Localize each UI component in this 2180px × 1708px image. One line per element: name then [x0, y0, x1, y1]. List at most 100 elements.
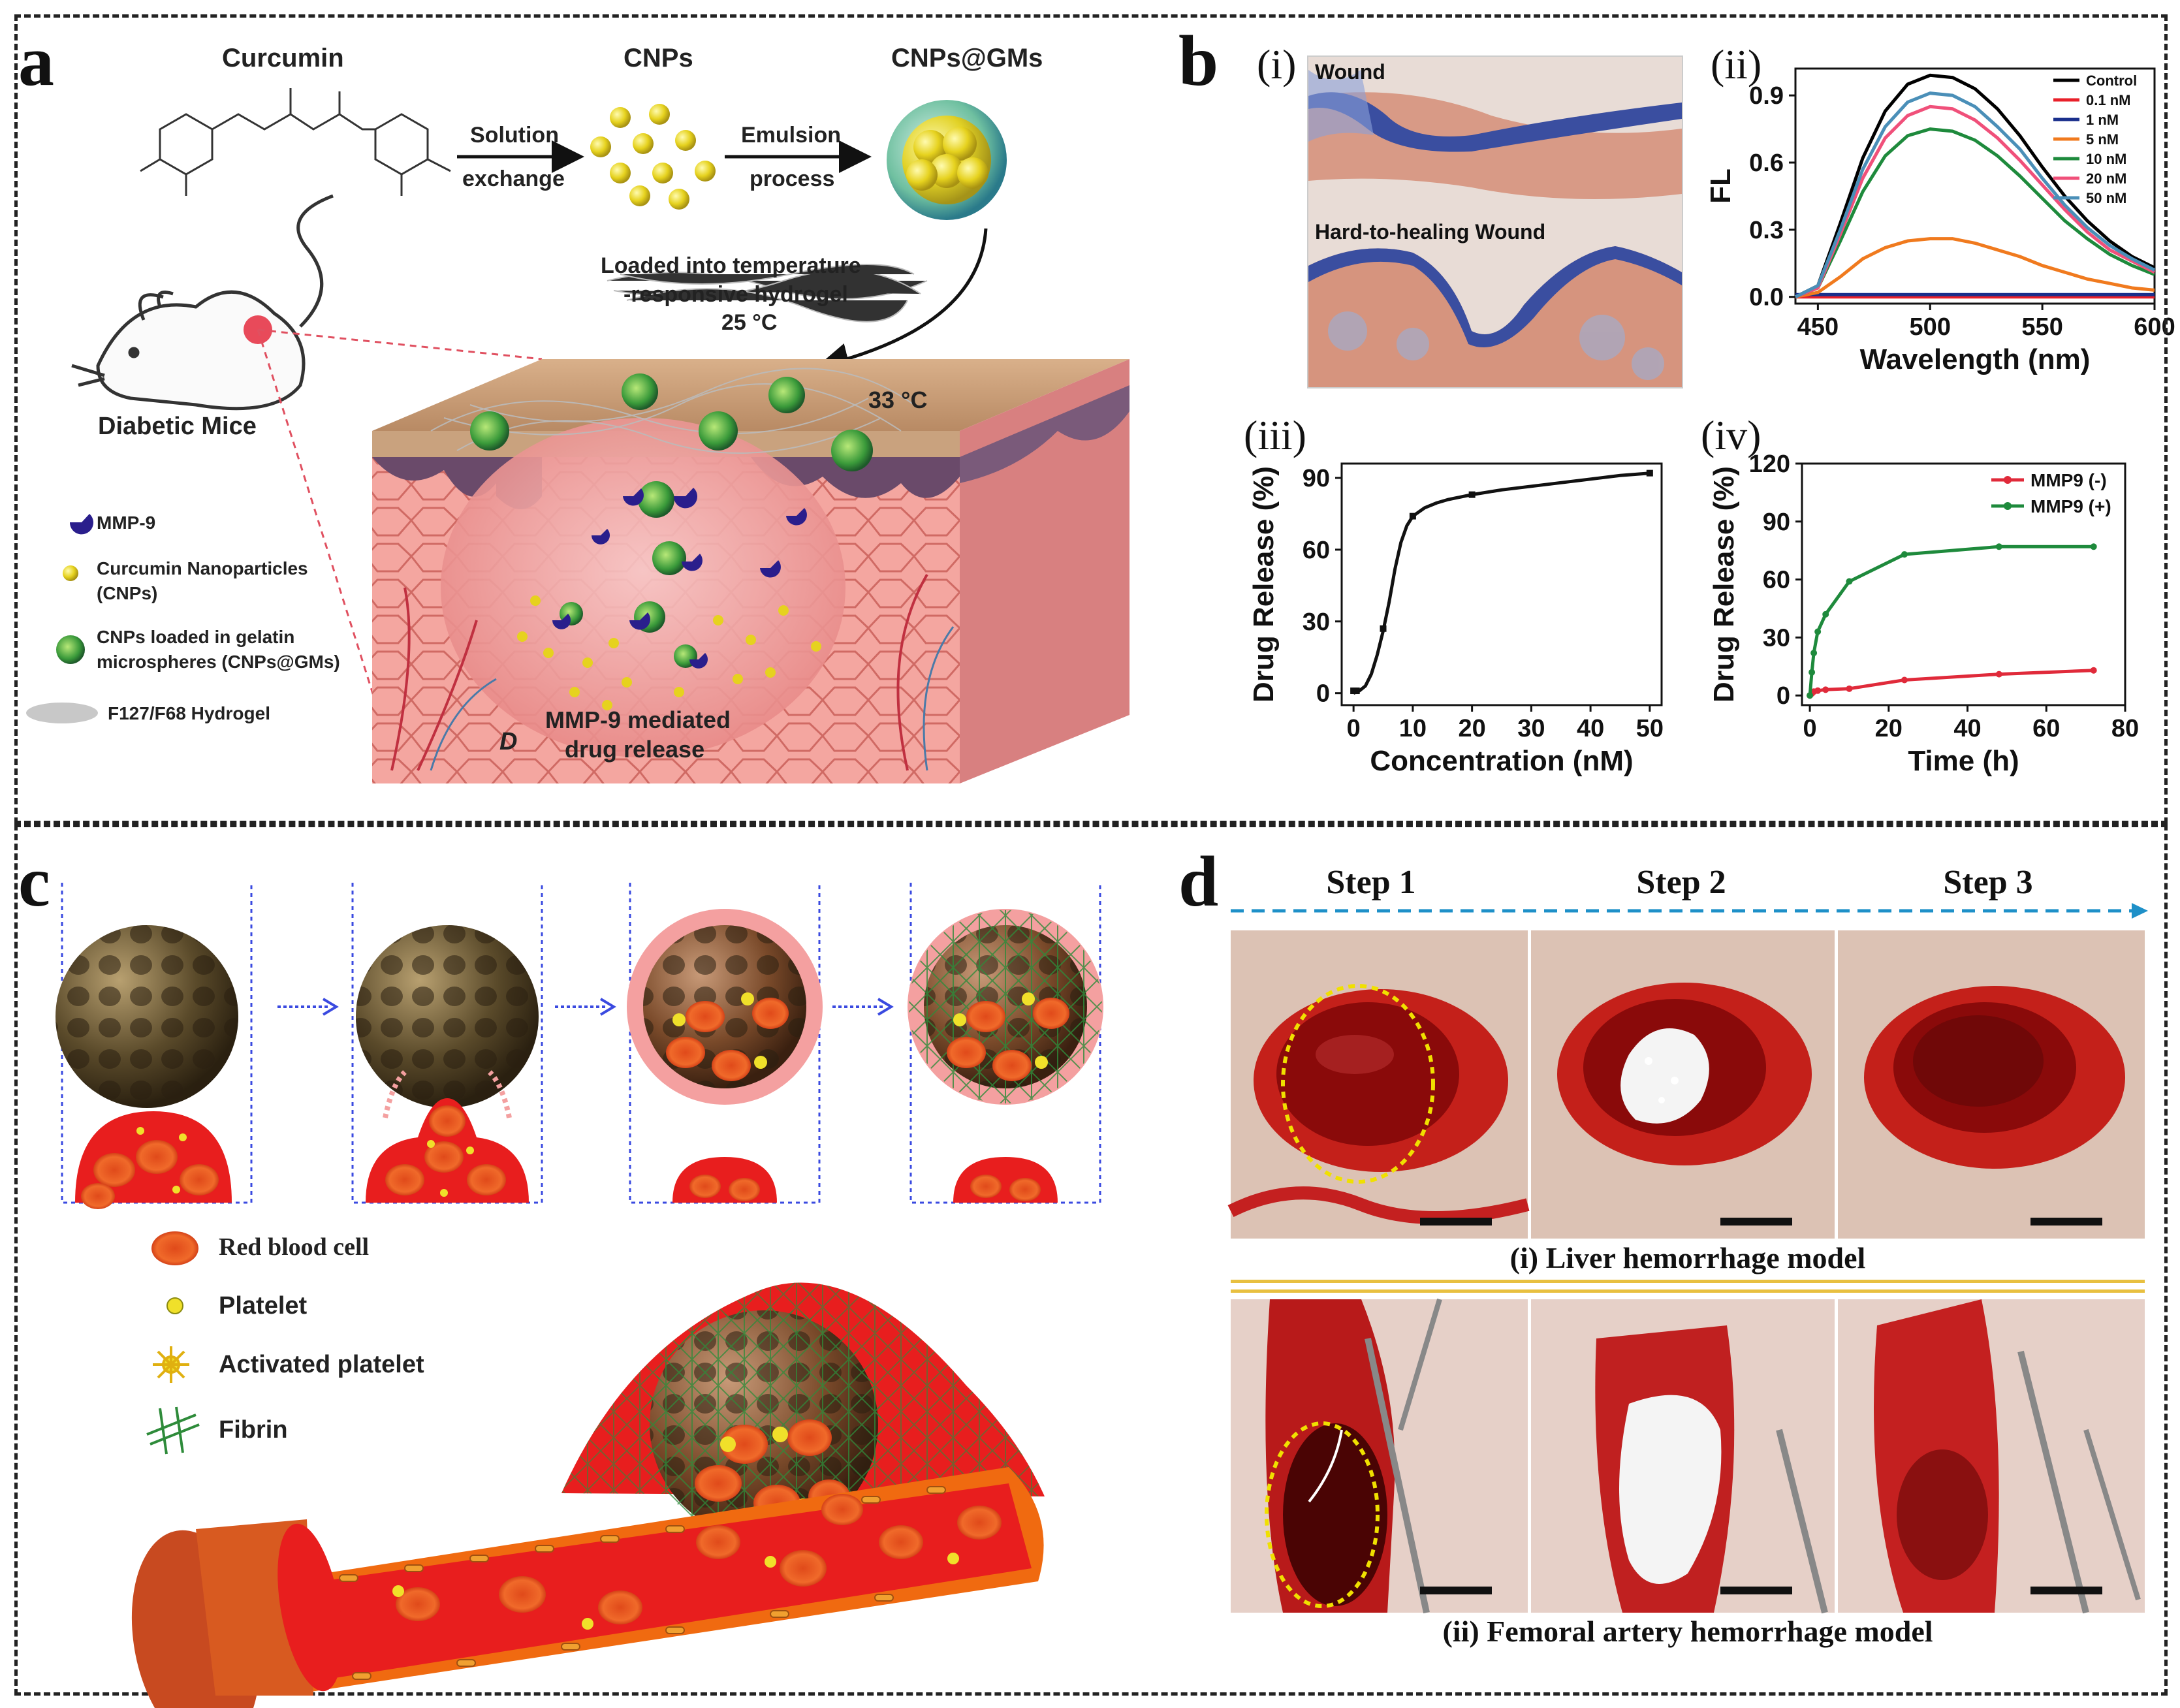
scalebar — [1420, 1587, 1492, 1594]
b-i-label: (i) — [1257, 41, 1297, 87]
panel-a-illustration: Curcumin CNPs CNPs@GMs Solution exchange… — [26, 44, 1129, 783]
y-tick-label: 0.6 — [1749, 150, 1784, 177]
panel-c-label: c — [18, 842, 50, 921]
x-tick-label: 0 — [1803, 715, 1817, 742]
x-tick-label: 80 — [2111, 715, 2139, 742]
liver-caption: (i) Liver hemorrhage model — [1231, 1241, 2145, 1275]
legend-gms-2: microspheres (CNPs@GMs) — [97, 652, 340, 672]
legend-marker — [2004, 476, 2012, 484]
data-point — [1846, 578, 1853, 585]
scalebar — [2030, 1218, 2102, 1226]
d-mark: D — [499, 728, 517, 755]
legend-label: 0.1 nM — [2086, 92, 2130, 108]
stage-2 — [356, 925, 539, 1203]
skin-block — [372, 359, 1129, 783]
cnps-title: CNPs — [624, 44, 693, 72]
series-line-50-nM — [1794, 91, 2156, 298]
x-tick-label: 40 — [1577, 715, 1604, 742]
release-label-1: MMP-9 mediated — [545, 706, 731, 733]
legend-label: MMP9 (-) — [2030, 470, 2107, 490]
step-3-label: Step 3 — [1943, 864, 2033, 901]
stage-3 — [627, 909, 823, 1203]
panel-c-illustration: Red blood cell Platelet Activated platel… — [55, 883, 1103, 1708]
legend-label: 10 nM — [2086, 151, 2126, 167]
x-tick-label: 0 — [1347, 715, 1361, 742]
data-point — [2090, 543, 2097, 550]
arrow2-label-2: process — [750, 166, 834, 191]
y-tick-label: 90 — [1303, 465, 1330, 492]
data-point — [1468, 491, 1476, 498]
hydrogel-label-3: 25 °C — [721, 310, 777, 335]
top-border — [14, 14, 2168, 824]
liver-caption-num: (i) — [1509, 1241, 1539, 1274]
legend-label: Control — [2086, 72, 2137, 89]
data-point — [1901, 551, 1908, 558]
legend-label: MMP9 (+) — [2030, 496, 2111, 516]
femoral-step-3-photo — [1838, 1299, 2145, 1614]
b-ii-label: (ii) — [1711, 41, 1762, 87]
legend-mmp9-icon — [69, 514, 93, 535]
plot-frame — [1794, 67, 2156, 305]
legend-rbc: Red blood cell — [219, 1233, 369, 1261]
y-tick-label: 30 — [1763, 624, 1790, 652]
data-point — [1807, 692, 1814, 699]
data-point — [2090, 667, 2097, 674]
data-point — [1846, 685, 1853, 692]
data-point — [1822, 686, 1829, 693]
legend-fibrin-icon — [146, 1406, 200, 1455]
liver-step-1-photo — [1227, 930, 1530, 1239]
y-tick-label: 90 — [1763, 509, 1790, 536]
series-line-10-nM — [1795, 127, 2155, 299]
data-point — [1995, 671, 2002, 678]
y-tick-label: 120 — [1749, 451, 1790, 478]
series-line-Control — [1794, 73, 2156, 298]
y-axis-label: FL — [1705, 168, 1737, 204]
stage-4 — [908, 909, 1103, 1203]
step-arrow — [1231, 903, 2148, 919]
histology-image: Wound Hard-to-healing Wound — [1307, 55, 1683, 388]
legend-rbc-icon — [151, 1231, 198, 1265]
x-tick-label: 50 — [1636, 715, 1664, 742]
legend-platelet-icon — [166, 1297, 183, 1314]
b-iii-label: (iii) — [1244, 412, 1306, 458]
curcumin-title: Curcumin — [222, 44, 344, 72]
legend-activated: Activated platelet — [219, 1351, 424, 1378]
x-tick-label: 20 — [1458, 715, 1485, 742]
y-tick-label: 0.9 — [1749, 82, 1784, 110]
femoral-caption-text: Femoral artery hemorrhage model — [1487, 1615, 1933, 1648]
hydrogel-label-1: Loaded into temperature — [601, 253, 861, 278]
data-point — [1814, 687, 1822, 694]
scalebar — [1720, 1587, 1792, 1594]
stage-1 — [55, 925, 238, 1209]
x-axis-label: Concentration (nM) — [1370, 745, 1633, 777]
legend-label: 50 nM — [2086, 190, 2126, 206]
arrow1-label-2: exchange — [462, 166, 565, 191]
legend-activated-icon — [153, 1346, 189, 1383]
y-tick-label: 0 — [1777, 682, 1790, 710]
series-line-5-nM — [1795, 237, 2155, 299]
scalebar — [1420, 1218, 1492, 1226]
release-label-2: drug release — [565, 736, 704, 763]
legend-fibrin: Fibrin — [219, 1416, 288, 1444]
liver-caption-text: Liver hemorrhage model — [1545, 1241, 1866, 1274]
hydrogel-label-2: -responsive hydrogel — [624, 282, 848, 307]
bottom-border — [14, 824, 2168, 1696]
panel-d-label: d — [1178, 842, 1219, 921]
curcumin-structure — [140, 88, 451, 196]
diabetic-mice-label: Diabetic Mice — [98, 413, 257, 440]
data-point — [1809, 669, 1816, 676]
y-tick-label: 60 — [1303, 537, 1330, 564]
cnps-gms-title: CNPs@GMs — [891, 44, 1043, 72]
divider-line — [1231, 1289, 2145, 1293]
y-tick-label: 30 — [1303, 609, 1330, 636]
arrow2-label-1: Emulsion — [741, 123, 841, 148]
legend-marker — [2004, 502, 2012, 510]
data-point — [1814, 628, 1822, 635]
step-2-label: Step 2 — [1636, 864, 1726, 901]
panel-a-label: a — [18, 21, 54, 101]
liver-step-3-photo — [1838, 930, 2145, 1239]
x-tick-label: 20 — [1875, 715, 1903, 742]
